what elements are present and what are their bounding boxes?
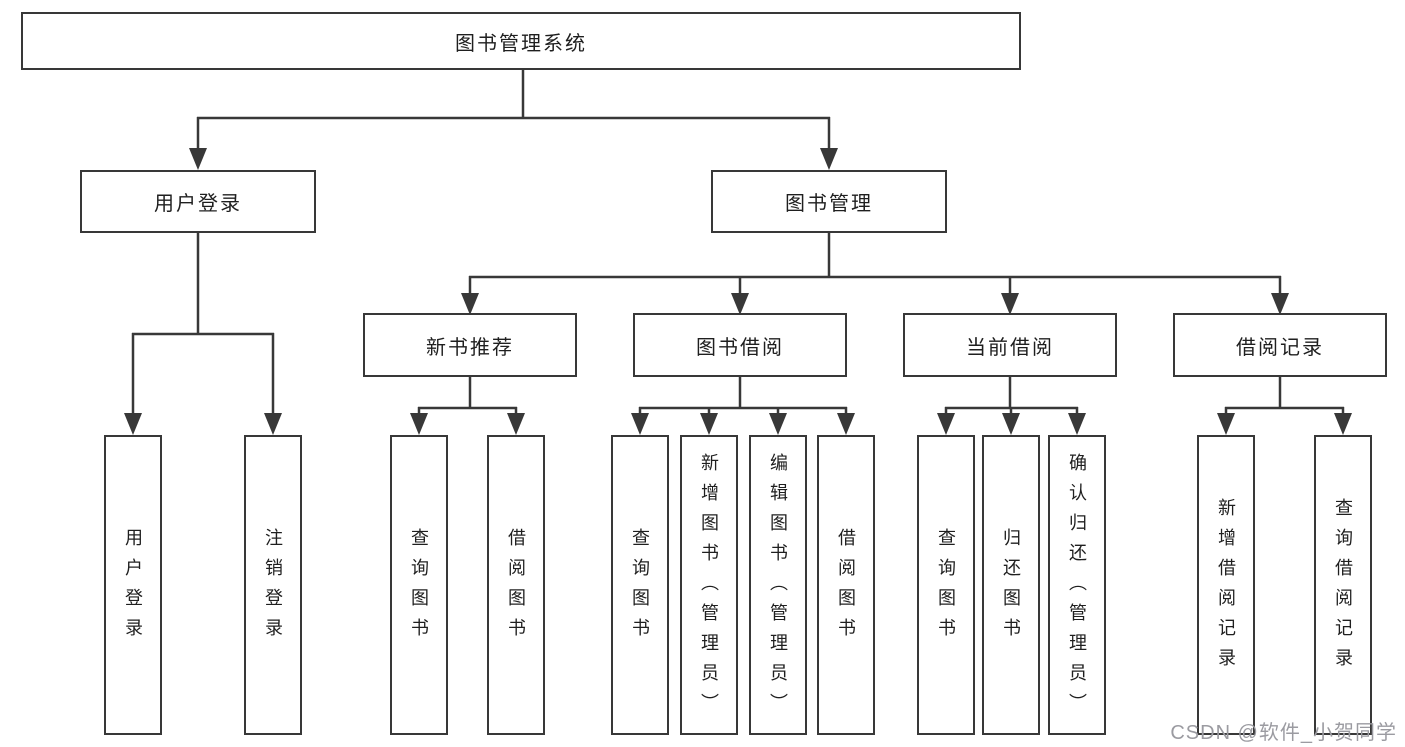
leaf-query-books-2: 查询图书 — [611, 435, 669, 735]
leaf-query-borrow-record: 查询借阅记录 — [1314, 435, 1372, 735]
leaf-add-books-admin: 新增图书（管理员） — [680, 435, 738, 735]
arrowhead-icons — [124, 148, 1352, 435]
leaf-query-books-1: 查询图书 — [390, 435, 448, 735]
leaf-edit-books-admin: 编辑图书（管理员） — [749, 435, 807, 735]
node-book-borrow: 图书借阅 — [633, 313, 847, 377]
node-book-management: 图书管理 — [711, 170, 947, 233]
leaf-query-books-3: 查询图书 — [917, 435, 975, 735]
csdn-watermark: CSDN @软件_小贺同学 — [1170, 722, 1397, 744]
leaf-borrow-books-1: 借阅图书 — [487, 435, 545, 735]
node-current-borrow: 当前借阅 — [903, 313, 1117, 377]
leaf-add-borrow-record: 新增借阅记录 — [1197, 435, 1255, 735]
leaf-borrow-books-2: 借阅图书 — [817, 435, 875, 735]
leaf-return-books: 归还图书 — [982, 435, 1040, 735]
node-new-book-recommend: 新书推荐 — [363, 313, 577, 377]
leaf-user-login: 用户登录 — [104, 435, 162, 735]
leaf-confirm-return-admin: 确认归还（管理员） — [1048, 435, 1106, 735]
node-user-login: 用户登录 — [80, 170, 316, 233]
node-borrow-records: 借阅记录 — [1173, 313, 1387, 377]
leaf-logout: 注销登录 — [244, 435, 302, 735]
node-root-system: 图书管理系统 — [21, 12, 1021, 70]
